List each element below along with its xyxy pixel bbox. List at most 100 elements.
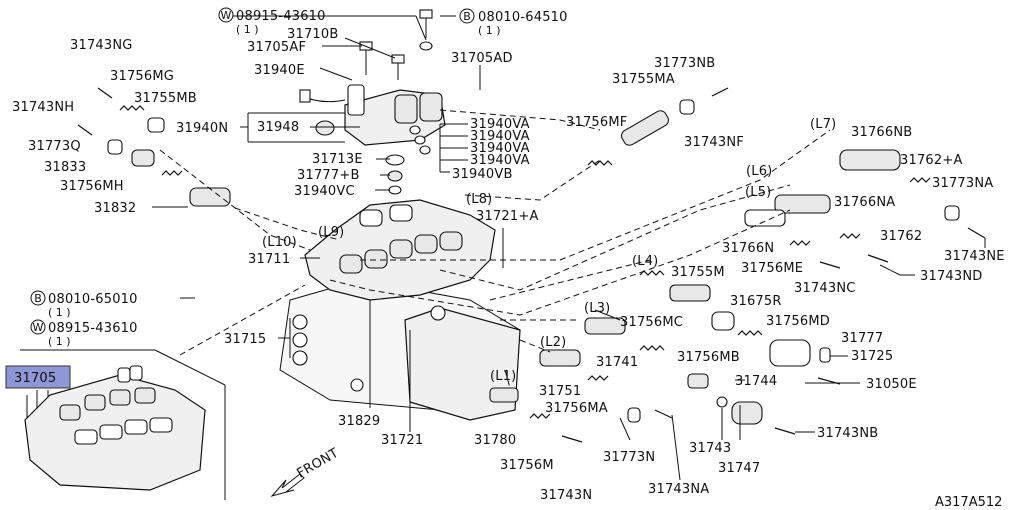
label-L2: (L2)	[540, 335, 566, 350]
label-w1-qty: ( 1 )	[236, 23, 259, 36]
label-31743[interactable]: 31743	[689, 441, 731, 456]
bolt-top-1	[419, 9, 433, 51]
label-L6: (L6)	[746, 164, 772, 179]
label-31833[interactable]: 31833	[44, 160, 86, 175]
label-31756MG[interactable]: 31756MG	[110, 69, 174, 84]
label-31743NH[interactable]: 31743NH	[12, 100, 74, 115]
label-31744[interactable]: 31744	[735, 374, 777, 389]
label-31940VA-3[interactable]: 31940VA	[470, 141, 530, 156]
label-31751[interactable]: 31751	[539, 384, 581, 399]
bolt-symbol-icon: B	[459, 8, 475, 24]
label-31756MH[interactable]: 31756MH	[60, 179, 124, 194]
label-front: FRONT	[295, 446, 342, 482]
label-31766NA[interactable]: 31766NA	[834, 195, 895, 210]
label-L7: (L7)	[810, 117, 836, 132]
label-31756ME[interactable]: 31756ME	[741, 261, 803, 276]
label-31940VA-1[interactable]: 31940VA	[470, 117, 530, 132]
label-31675R[interactable]: 31675R	[730, 294, 782, 309]
right-parts	[489, 87, 986, 443]
body-boss	[430, 305, 446, 321]
label-w2[interactable]: 08915-43610	[48, 321, 138, 336]
bolt-top-2	[359, 41, 373, 75]
label-31829[interactable]: 31829	[338, 414, 380, 429]
label-31756MC[interactable]: 31756MC	[620, 315, 683, 330]
lower-valve-body	[404, 307, 521, 421]
dashed-guide-lines	[159, 109, 831, 389]
label-31741[interactable]: 31741	[596, 355, 638, 370]
label-31777[interactable]: 31777	[841, 331, 883, 346]
label-31705AD[interactable]: 31705AD	[451, 51, 513, 66]
label-31743NE[interactable]: 31743NE	[944, 249, 1005, 264]
label-L8: (L8)	[466, 192, 492, 207]
label-31762[interactable]: 31762	[880, 229, 922, 244]
label-31710B[interactable]: 31710B	[287, 27, 338, 42]
label-31756MB[interactable]: 31756MB	[677, 350, 740, 365]
label-31743ND[interactable]: 31743ND	[920, 269, 983, 284]
left-parts	[77, 87, 231, 207]
label-31773NA[interactable]: 31773NA	[932, 176, 993, 191]
label-31756M[interactable]: 31756M	[500, 458, 554, 473]
label-31755MB[interactable]: 31755MB	[134, 91, 197, 106]
bolt-symbol-icon: B	[30, 290, 46, 306]
label-L1: (L1)	[490, 369, 516, 384]
label-31940VB[interactable]: 31940VB	[452, 167, 513, 182]
label-31713E[interactable]: 31713E	[312, 152, 363, 167]
label-31766N[interactable]: 31766N	[722, 241, 774, 256]
label-31940VC[interactable]: 31940VC	[294, 184, 355, 199]
label-31705[interactable]: 31705	[14, 371, 56, 386]
label-L9: (L9)	[318, 225, 344, 240]
label-L5: (L5)	[745, 185, 771, 200]
label-31725[interactable]: 31725	[851, 349, 893, 364]
label-w2-qty: ( 1 )	[48, 335, 71, 348]
label-31721[interactable]: 31721	[381, 433, 423, 448]
label-31780[interactable]: 31780	[474, 433, 516, 448]
label-31755M[interactable]: 31755M	[671, 265, 725, 280]
solenoid-assembly	[299, 84, 446, 195]
label-31743NC[interactable]: 31743NC	[794, 281, 856, 296]
label-w1[interactable]: 08915-43610	[236, 9, 326, 24]
label-31777B[interactable]: 31777+B	[297, 168, 360, 183]
label-31940VA-4[interactable]: 31940VA	[470, 153, 530, 168]
label-31832[interactable]: 31832	[94, 201, 136, 216]
washer-symbol-icon: W	[218, 7, 234, 23]
label-b1[interactable]: 08010-64510	[478, 10, 568, 25]
label-31715[interactable]: 31715	[224, 332, 266, 347]
svg-text:W: W	[33, 321, 44, 334]
label-31762A[interactable]: 31762+A	[900, 153, 963, 168]
label-31747[interactable]: 31747	[718, 461, 760, 476]
label-31755MA[interactable]: 31755MA	[612, 72, 675, 87]
label-31940N[interactable]: 31940N	[176, 121, 228, 136]
label-31743NG[interactable]: 31743NG	[70, 38, 133, 53]
plate-hole	[292, 314, 308, 330]
svg-text:B: B	[463, 10, 471, 23]
part-labels: 08915-43610 ( 1 ) 08010-64510 ( 1 ) 3171…	[12, 9, 1005, 510]
label-31756MD[interactable]: 31756MD	[766, 314, 830, 329]
label-31773N[interactable]: 31773N	[603, 450, 655, 465]
valve-body-spools	[339, 204, 463, 274]
label-31773NB[interactable]: 31773NB	[654, 56, 715, 71]
label-b2[interactable]: 08010-65010	[48, 292, 138, 307]
label-31743NF[interactable]: 31743NF	[684, 135, 744, 150]
label-L3: (L3)	[584, 301, 610, 316]
label-31743NB[interactable]: 31743NB	[817, 426, 878, 441]
plate-hole	[350, 378, 364, 392]
label-31743NA[interactable]: 31743NA	[648, 482, 709, 497]
label-31721A[interactable]: 31721+A	[476, 209, 539, 224]
label-L10: (L10)	[262, 235, 297, 250]
label-31940VA-2[interactable]: 31940VA	[470, 129, 530, 144]
label-31756MA[interactable]: 31756MA	[545, 401, 608, 416]
label-31766NB[interactable]: 31766NB	[851, 125, 912, 140]
label-31948[interactable]: 31948	[257, 120, 299, 135]
plate-hole	[292, 350, 308, 366]
label-31743N[interactable]: 31743N	[540, 488, 592, 503]
part-31705-highlight[interactable]	[5, 365, 71, 389]
label-31756MF[interactable]: 31756MF	[566, 115, 627, 130]
label-31711[interactable]: 31711	[248, 252, 290, 267]
label-31705AF[interactable]: 31705AF	[247, 40, 306, 55]
leader-lines	[20, 15, 986, 500]
label-31940E[interactable]: 31940E	[254, 63, 305, 78]
diagram-reference-code: A317A512	[935, 495, 1002, 510]
label-31050E[interactable]: 31050E	[866, 377, 917, 392]
label-31773Q[interactable]: 31773Q	[28, 139, 81, 154]
valve-assembly-inset	[24, 365, 206, 491]
